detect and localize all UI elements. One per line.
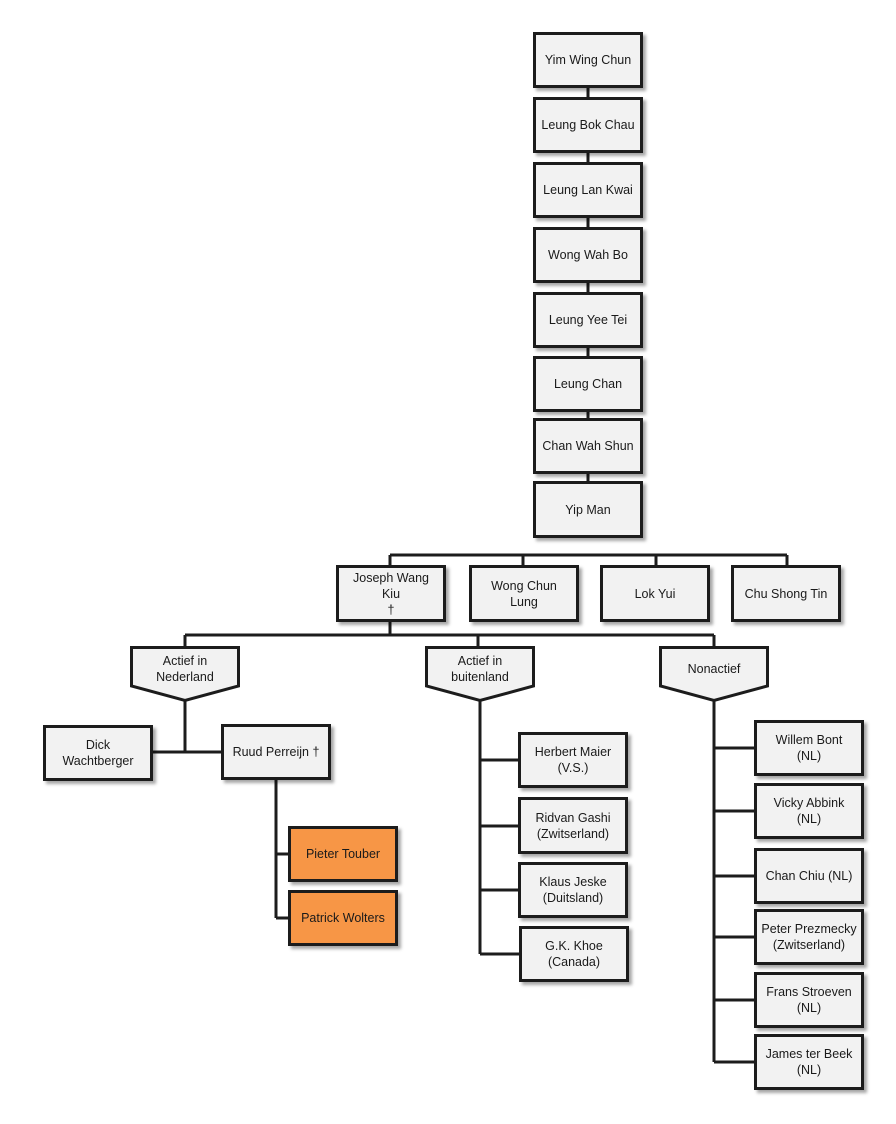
group-header-shape xyxy=(425,646,535,703)
node-klaus-jeske: Klaus Jeske (Duitsland) xyxy=(518,862,628,918)
node-joseph-wang-kiu: Joseph Wang Kiu † xyxy=(336,565,446,622)
node-chan-chiu: Chan Chiu (NL) xyxy=(754,848,864,904)
node-ruud-perreijn: Ruud Perreijn † xyxy=(221,724,331,780)
group-header-nonactief: Nonactief xyxy=(659,646,769,703)
node-yip-man: Yip Man xyxy=(533,481,643,538)
node-yim-wing-chun: Yim Wing Chun xyxy=(533,32,643,88)
node-gk-khoe: G.K. Khoe (Canada) xyxy=(519,926,629,982)
group-header-nederland: Actief in Nederland xyxy=(130,646,240,703)
node-pieter-touber: Pieter Touber xyxy=(288,826,398,882)
node-leung-chan: Leung Chan xyxy=(533,356,643,412)
node-vicky-abbink: Vicky Abbink (NL) xyxy=(754,783,864,839)
node-leung-bok-chau: Leung Bok Chau xyxy=(533,97,643,153)
node-ridvan-gashi: Ridvan Gashi (Zwitserland) xyxy=(518,797,628,854)
node-james-ter-beek: James ter Beek (NL) xyxy=(754,1034,864,1090)
node-leung-yee-tei: Leung Yee Tei xyxy=(533,292,643,348)
group-header-shape xyxy=(130,646,240,703)
group-header-buitenland: Actief in buitenland xyxy=(425,646,535,703)
node-chan-wah-shun: Chan Wah Shun xyxy=(533,418,643,474)
node-lok-yui: Lok Yui xyxy=(600,565,710,622)
node-patrick-wolters: Patrick Wolters xyxy=(288,890,398,946)
node-chu-shong-tin: Chu Shong Tin xyxy=(731,565,841,622)
group-header-label: Actief in buitenland xyxy=(451,654,509,684)
node-wong-wah-bo: Wong Wah Bo xyxy=(533,227,643,283)
node-herbert-maier: Herbert Maier (V.S.) xyxy=(518,732,628,788)
node-wong-chun-lung: Wong Chun Lung xyxy=(469,565,579,622)
node-frans-stroeven: Frans Stroeven (NL) xyxy=(754,972,864,1028)
group-header-shape xyxy=(659,646,769,703)
node-willem-bont: Willem Bont (NL) xyxy=(754,720,864,776)
group-header-label: Nonactief xyxy=(687,662,741,676)
node-peter-prezmecky: Peter Prezmecky (Zwitserland) xyxy=(754,909,864,965)
group-header-label: Actief in Nederland xyxy=(156,654,214,684)
node-leung-lan-kwai: Leung Lan Kwai xyxy=(533,162,643,218)
node-dick-wachtberger: Dick Wachtberger xyxy=(43,725,153,781)
